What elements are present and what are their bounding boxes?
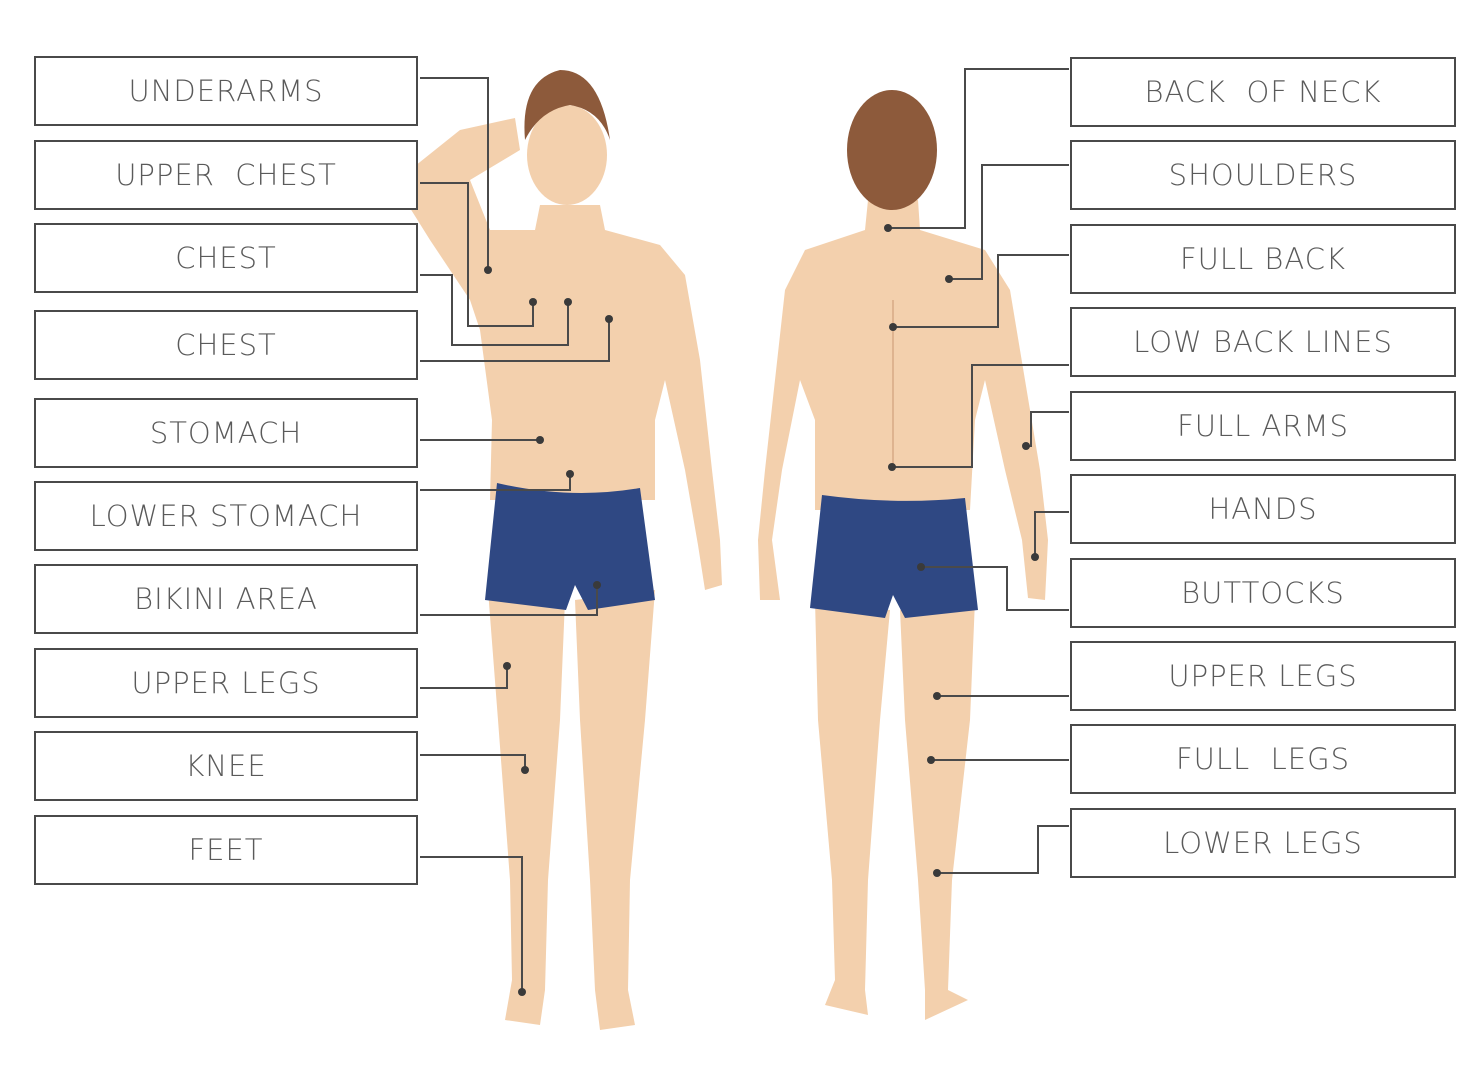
label-upper-chest: UPPER CHEST: [34, 140, 418, 210]
label-shoulders: SHOULDERS: [1070, 140, 1456, 210]
label-chest: CHEST: [34, 223, 418, 293]
label-low-back-lines: LOW BACK LINES: [1070, 307, 1456, 377]
front-shorts: [485, 483, 655, 610]
label-buttocks: BUTTOCKS: [1070, 558, 1456, 628]
label-feet: FEET: [34, 815, 418, 885]
label-bikini-area: BIKINI AREA: [34, 564, 418, 634]
label-full-legs: FULL LEGS: [1070, 724, 1456, 794]
label-upper-legs-front: UPPER LEGS: [34, 648, 418, 718]
label-chest-lower: CHEST: [34, 310, 418, 380]
front-legs: [488, 590, 655, 1030]
back-head: [847, 90, 937, 210]
connector-lines: [420, 68, 1069, 992]
label-knee: KNEE: [34, 731, 418, 801]
label-lower-legs: LOWER LEGS: [1070, 808, 1456, 878]
front-torso: [405, 118, 722, 590]
front-head: [527, 105, 607, 205]
label-stomach: STOMACH: [34, 398, 418, 468]
label-upper-legs-back: UPPER LEGS: [1070, 641, 1456, 711]
label-underarms: UNDERARMS: [34, 56, 418, 126]
front-figure: [405, 70, 722, 1030]
back-legs: [815, 600, 975, 1020]
label-lower-stomach: LOWER STOMACH: [34, 481, 418, 551]
label-full-arms: FULL ARMS: [1070, 391, 1456, 461]
back-figure: [758, 90, 1048, 1020]
zone-dots: [484, 224, 1039, 996]
back-shorts: [810, 495, 978, 618]
label-hands: HANDS: [1070, 474, 1456, 544]
front-hair: [524, 70, 610, 140]
label-full-back: FULL BACK: [1070, 224, 1456, 294]
label-back-of-neck: BACK OF NECK: [1070, 57, 1456, 127]
